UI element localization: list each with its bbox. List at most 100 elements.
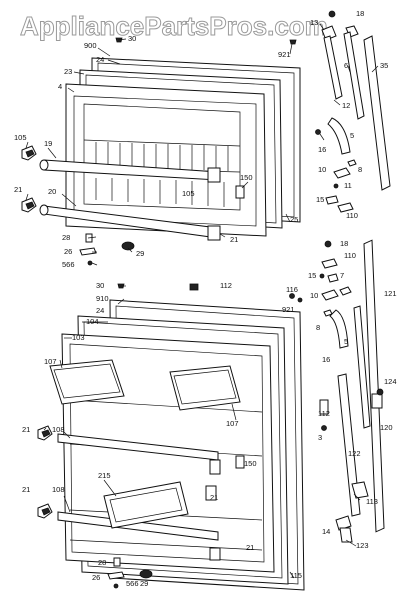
label: 35 (380, 61, 388, 70)
hinge-bar-122 (337, 373, 361, 517)
clip-21 (205, 485, 217, 501)
label: 23 (64, 67, 72, 76)
label: 29 (136, 249, 144, 258)
part-14 (335, 515, 352, 531)
freezer-door-assembly (21, 37, 301, 266)
label: 26 (64, 247, 72, 256)
watermark-text: AppliancePartsPros.com (20, 11, 328, 41)
label: 566 (62, 260, 75, 269)
bracket-5 (329, 309, 349, 349)
part-112 (189, 283, 199, 291)
screw-921 (289, 293, 295, 299)
label: 921 (282, 305, 295, 314)
label: 26 (92, 573, 100, 582)
watermark: AppliancePartsPros.com (20, 11, 328, 42)
part-26 (107, 571, 125, 580)
label: 150 (240, 173, 253, 182)
label: 18 (356, 9, 364, 18)
part-10 (333, 167, 351, 179)
label: 21 (210, 493, 218, 502)
clip-21 (209, 547, 221, 561)
handle-6 (343, 31, 365, 120)
screw-566 (87, 260, 93, 266)
part-28 (113, 557, 121, 567)
label: 107 (44, 357, 57, 366)
end-cap-21 (21, 197, 37, 213)
label: 123 (356, 541, 369, 550)
label: 12 (342, 101, 350, 110)
label: 113 (366, 497, 378, 506)
label: 21 (22, 425, 30, 434)
trim-121 (363, 239, 385, 533)
freezer-door-liner (65, 83, 267, 237)
fresh-food-door-assembly (37, 283, 305, 591)
label: 15 (308, 271, 316, 280)
label: 21 (230, 235, 238, 244)
label: 24 (96, 55, 104, 64)
label: 15 (316, 195, 324, 204)
end-cap-21-lower (37, 503, 53, 519)
label: 29 (140, 579, 148, 588)
label: 21 (14, 185, 22, 194)
label: 115 (290, 571, 302, 580)
label: 14 (322, 527, 330, 536)
screw-921 (289, 39, 297, 45)
clip-21 (209, 459, 221, 475)
bin-215 (103, 481, 189, 529)
label: 566 (126, 579, 139, 588)
label: 104 (86, 317, 99, 326)
bar-end-cap (207, 167, 221, 183)
clip-150 (235, 185, 245, 199)
part-10 (321, 289, 339, 301)
label: 900 (84, 41, 97, 50)
door-shelf-bar-lower (57, 511, 219, 541)
label: 21 (22, 485, 30, 494)
label: 16 (318, 145, 326, 154)
leader-lines (25, 23, 379, 579)
label: 16 (322, 355, 330, 364)
label: 10 (310, 291, 318, 300)
screw-11 (333, 183, 339, 189)
part-13 (321, 25, 337, 41)
part-26 (79, 247, 97, 256)
label: 5 (344, 337, 348, 346)
part-123 (339, 527, 353, 543)
lower-hinge-hardware (297, 239, 385, 543)
label: 11 (344, 181, 352, 190)
label: 10 (318, 165, 326, 174)
upper-hinge-hardware (315, 10, 391, 213)
label: 910 (96, 294, 109, 303)
part-29 (121, 241, 135, 251)
label: 8 (358, 165, 362, 174)
label: 28 (62, 233, 70, 242)
label: 7 (340, 271, 344, 280)
label: 4 (58, 82, 62, 91)
label: 20 (48, 187, 56, 196)
part-29 (139, 569, 153, 579)
dairy-door-107-left (49, 359, 125, 405)
label: 103 (72, 333, 85, 342)
label: 110 (346, 211, 358, 220)
part-110 (321, 258, 338, 269)
screw-15 (319, 273, 325, 279)
label: 105 (14, 133, 27, 142)
bracket-5 (327, 117, 351, 155)
part-labels: 18 30 900 24 921 13 23 6 35 4 12 105 19 … (14, 9, 397, 588)
label: 215 (98, 471, 111, 480)
part-113 (351, 481, 369, 499)
screw-566 (113, 583, 119, 589)
label: 21 (246, 543, 254, 552)
label: 110 (344, 251, 356, 260)
label: 28 (98, 558, 106, 567)
label: 112 (318, 409, 330, 418)
label: 921 (278, 50, 291, 59)
label: 105 (182, 189, 195, 198)
label: 108 (52, 485, 65, 494)
label: 5 (350, 131, 354, 140)
label: 30 (96, 281, 104, 290)
label: 24 (96, 306, 104, 315)
label: 19 (44, 139, 52, 148)
screw-3 (321, 425, 327, 431)
